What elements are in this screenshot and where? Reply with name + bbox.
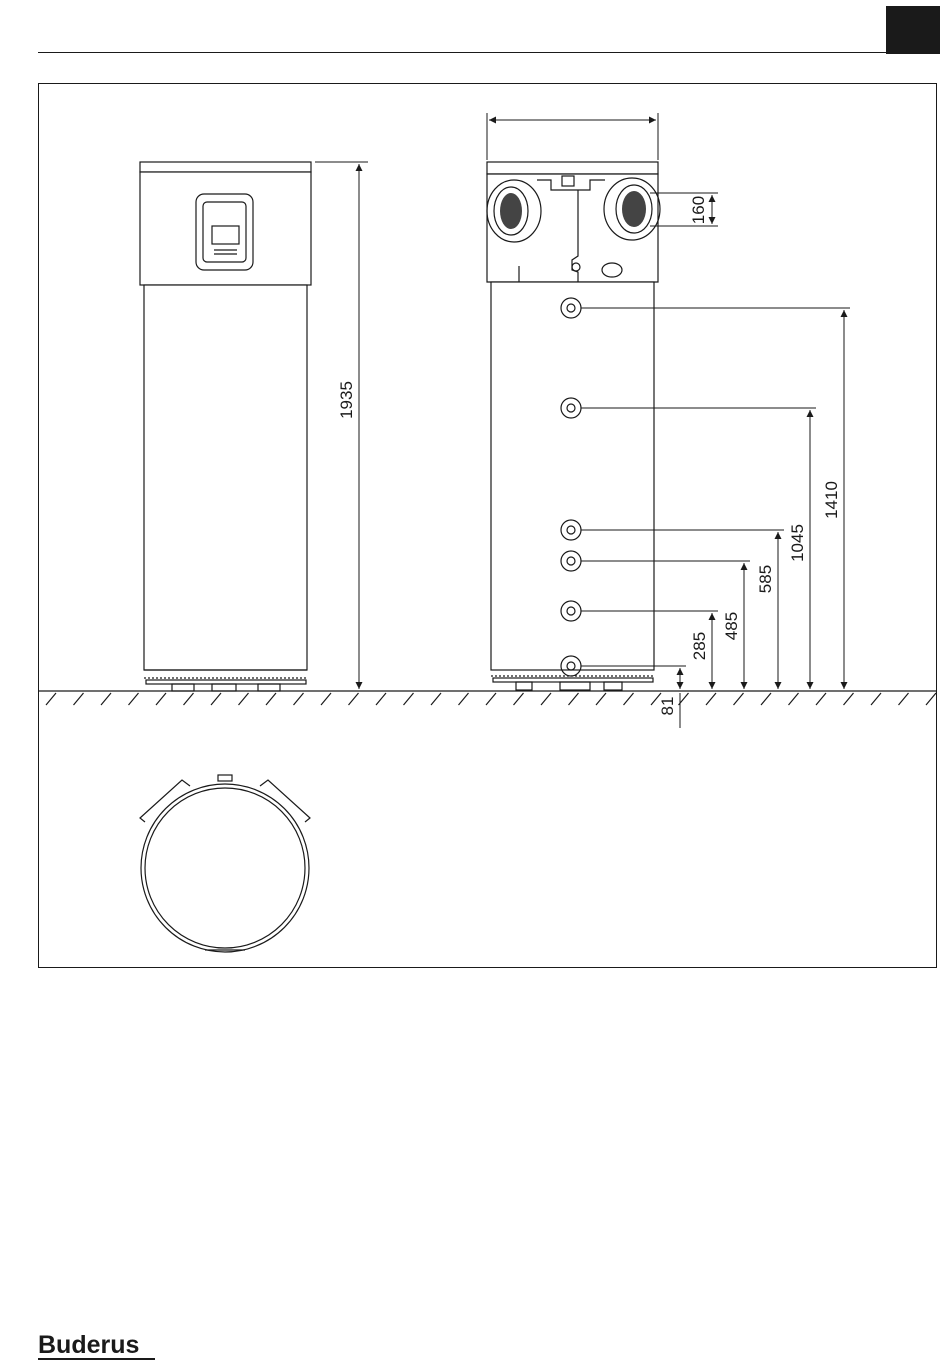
floor-hatch-mark <box>871 693 881 705</box>
floor-hatch-mark <box>706 693 716 705</box>
floor-hatch-mark <box>789 693 799 705</box>
floor-hatch-mark <box>101 693 111 705</box>
floor-hatch-mark <box>761 693 771 705</box>
floor-hatch-mark <box>569 693 579 705</box>
floor-hatch-mark <box>46 693 56 705</box>
floor-hatch-mark <box>734 693 744 705</box>
floor-hatch-mark <box>376 693 386 705</box>
brand-logo: Buderus <box>38 1330 139 1360</box>
dim-connection-285: 285 <box>690 632 709 660</box>
floor-hatch-mark <box>239 693 249 705</box>
floor-hatch-mark <box>184 693 194 705</box>
front-view <box>140 162 311 691</box>
floor-hatch-mark <box>349 693 359 705</box>
dim-connection-1045: 1045 <box>788 524 807 562</box>
floor-hatch-mark <box>431 693 441 705</box>
top-view <box>140 775 310 952</box>
floor-hatch-mark <box>624 693 634 705</box>
floor-hatch-mark <box>294 693 304 705</box>
floor-hatch-mark <box>541 693 551 705</box>
floor-hatch-mark <box>266 693 276 705</box>
floor-line <box>38 691 937 705</box>
dim-connection-585: 585 <box>756 565 775 593</box>
floor-hatch-mark <box>459 693 469 705</box>
floor-hatch-mark <box>926 693 936 705</box>
floor-hatch-mark <box>514 693 524 705</box>
floor-hatch-mark <box>156 693 166 705</box>
dim-connection-1410: 1410 <box>822 481 841 519</box>
floor-hatch-mark <box>486 693 496 705</box>
floor-hatch-mark <box>899 693 909 705</box>
dim-duct-diameter: 160 <box>689 196 708 224</box>
brand-underline <box>38 1358 155 1360</box>
floor-hatch-mark <box>129 693 139 705</box>
floor-hatch-mark <box>596 693 606 705</box>
floor-hatch-mark <box>74 693 84 705</box>
floor-hatch-mark <box>404 693 414 705</box>
floor-hatch-mark <box>844 693 854 705</box>
floor-hatch-mark <box>211 693 221 705</box>
dim-foot-height: 81 <box>658 697 677 716</box>
floor-hatch-mark <box>816 693 826 705</box>
dim-total-height: 1935 <box>337 381 356 419</box>
floor-hatch-mark <box>321 693 331 705</box>
dim-connection-485: 485 <box>722 612 741 640</box>
